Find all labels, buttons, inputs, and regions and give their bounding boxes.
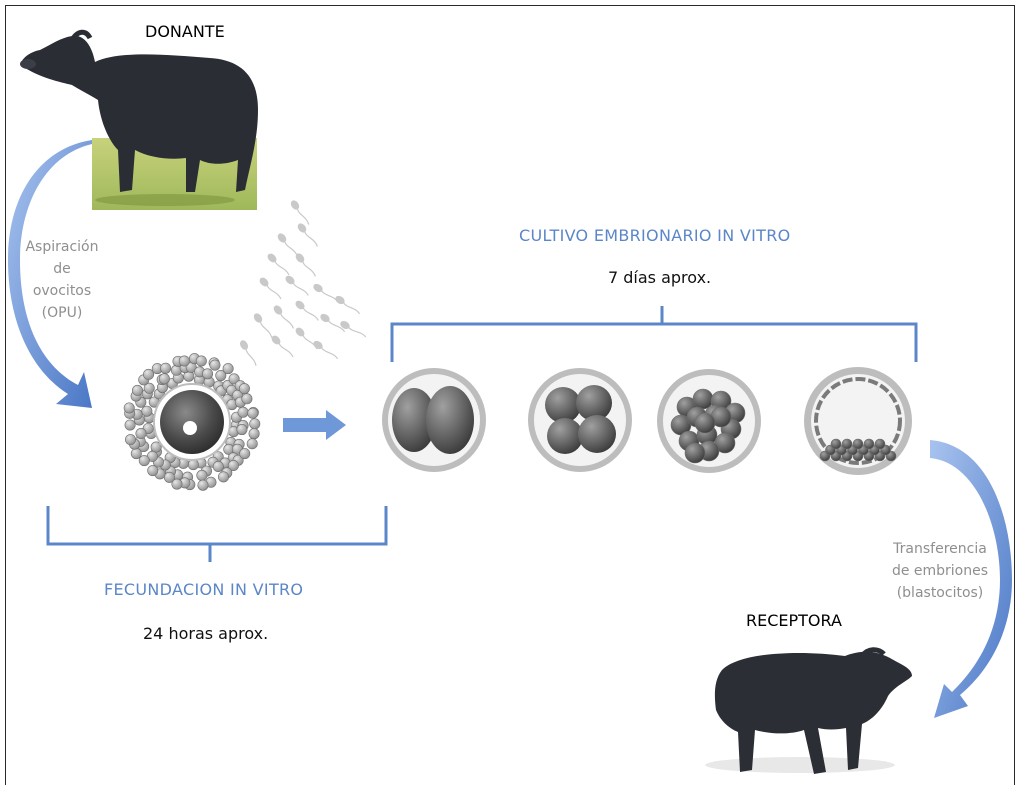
- inner-cell-mass-cell: [874, 438, 886, 450]
- recipient-buffalo-image: [705, 647, 912, 774]
- cumulus-cell: [150, 441, 162, 453]
- cumulus-cell: [237, 406, 249, 418]
- cumulus-cell: [248, 428, 260, 440]
- culture-title: CULTIVO EMBRIONARIO IN VITRO: [519, 226, 791, 245]
- embryo-blastocyst: [804, 367, 912, 475]
- transfer-arrow: [930, 440, 1012, 718]
- cumulus-cell: [124, 419, 136, 431]
- embryo-morula: [657, 369, 761, 473]
- cumulus-cell: [143, 368, 155, 380]
- cumulus-cell: [222, 363, 234, 375]
- cumulus-cell: [163, 471, 175, 483]
- aspiration-caption-line: (OPU): [41, 305, 83, 321]
- cumulus-cell: [196, 469, 208, 481]
- inner-cell-mass-cell: [863, 438, 875, 450]
- morula-cell: [684, 442, 706, 464]
- aspiration-caption: Aspiración de ovocitos (OPU): [22, 236, 102, 324]
- inner-cell-mass-cell: [852, 438, 864, 450]
- transfer-caption: Transferencia de embriones (blastocitos): [880, 538, 1000, 604]
- oocyte-with-cumulus: [123, 353, 261, 491]
- cumulus-cell: [238, 383, 250, 395]
- embryo-four-cell: [528, 368, 632, 472]
- cumulus-cell: [138, 455, 150, 467]
- cumulus-cell: [124, 434, 136, 446]
- cumulus-cell: [241, 393, 253, 405]
- transfer-caption-line: de embriones: [891, 563, 989, 579]
- fertilization-title: FECUNDACION IN VITRO: [104, 580, 304, 599]
- culture-duration: 7 días aprox.: [608, 268, 712, 287]
- transfer-caption-line: Transferencia: [893, 541, 987, 557]
- culture-bracket: [390, 306, 918, 362]
- donor-label: DONANTE: [145, 22, 225, 41]
- embryo-two-cell: [382, 368, 486, 472]
- cumulus-cell: [160, 362, 172, 374]
- cumulus-cell: [236, 424, 248, 436]
- aspiration-arrow: [8, 140, 92, 408]
- cumulus-cell: [141, 405, 153, 417]
- cumulus-cell: [228, 373, 240, 385]
- recipient-label: RECEPTORA: [746, 611, 842, 630]
- fertilization-bracket: [46, 506, 388, 562]
- cumulus-cell: [197, 479, 209, 491]
- cumulus-cell: [123, 402, 135, 414]
- cumulus-cell: [249, 418, 261, 430]
- cumulus-cell: [209, 359, 221, 371]
- diagram-frame: [5, 5, 1015, 785]
- fertilization-duration: 24 horas aprox.: [143, 624, 269, 643]
- cumulus-cell: [147, 465, 159, 477]
- aspiration-caption-line: de: [53, 261, 71, 277]
- cumulus-cell: [215, 370, 227, 382]
- cumulus-cell: [131, 384, 143, 396]
- sperm-cluster: [239, 200, 367, 366]
- aspiration-caption-line: Aspiración: [25, 239, 99, 255]
- cumulus-cell: [202, 368, 214, 380]
- cumulus-cell: [143, 382, 155, 394]
- cumulus-cell: [187, 459, 199, 471]
- inner-cell-mass-cell: [830, 438, 842, 450]
- cumulus-cell: [246, 438, 258, 450]
- cumulus-cell: [135, 428, 147, 440]
- cumulus-cell: [195, 355, 207, 367]
- cumulus-cell: [247, 407, 259, 419]
- fertilization-to-culture-arrow: [283, 410, 346, 440]
- cumulus-cell: [227, 459, 239, 471]
- cumulus-cell: [130, 448, 142, 460]
- inner-cell-mass-cell: [841, 438, 853, 450]
- donor-buffalo-image: [20, 29, 258, 210]
- cumulus-cell: [171, 478, 183, 490]
- transfer-caption-line: (blastocitos): [896, 585, 984, 601]
- cumulus-cell: [239, 448, 251, 460]
- aspiration-caption-line: ovocitos: [32, 283, 92, 299]
- cumulus-cell: [217, 471, 229, 483]
- cumulus-cell: [212, 461, 224, 473]
- morula-cell: [694, 412, 716, 434]
- cumulus-cell: [178, 355, 190, 367]
- cumulus-cell: [158, 373, 170, 385]
